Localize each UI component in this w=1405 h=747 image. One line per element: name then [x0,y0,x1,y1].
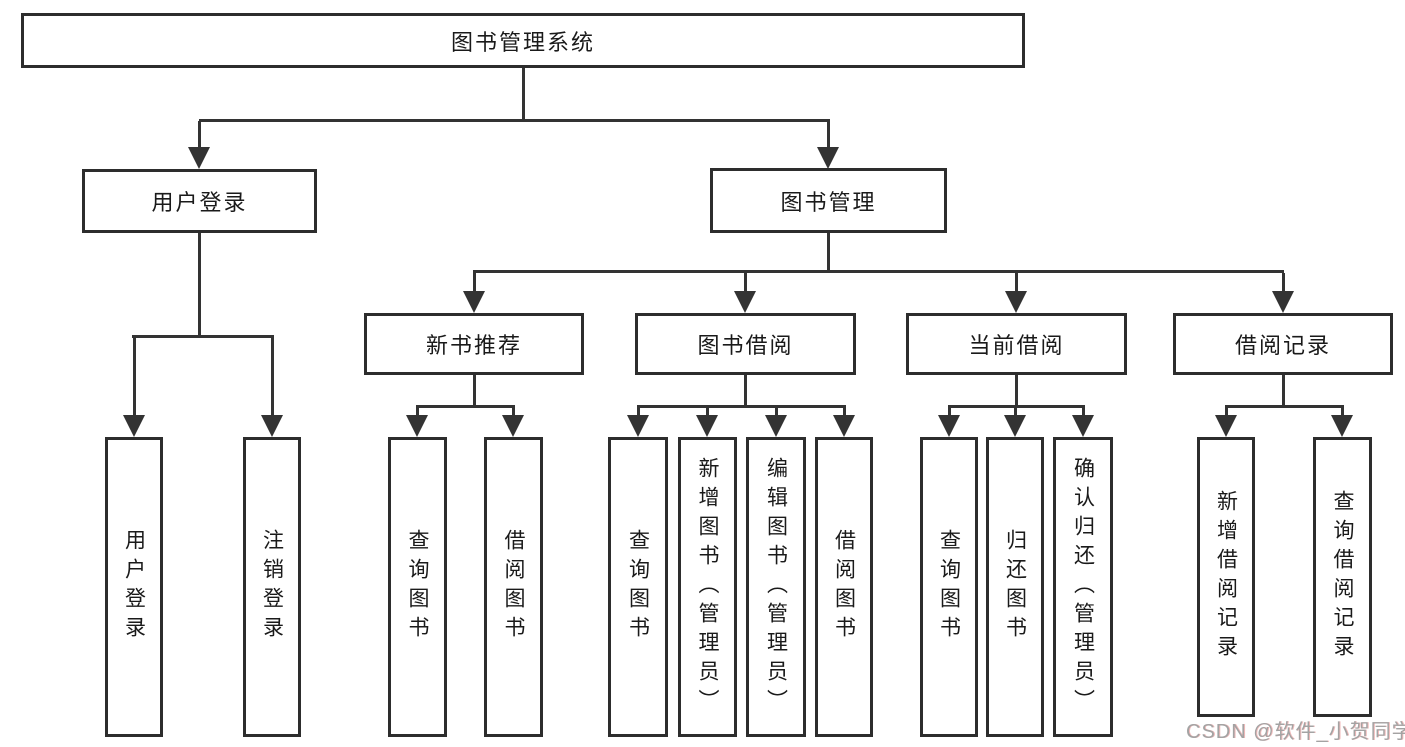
leaf-logout: 注销登录 [243,437,301,737]
leaf-confirm-return-admin: 确认归还（管理员） [1053,437,1113,737]
node-book-management: 图书管理 [710,168,947,233]
connector-stem [1341,406,1344,418]
node-book-borrowing: 图书借阅 [635,313,856,375]
connector-stem [637,406,640,418]
leaf-user-login: 用户登录 [105,437,163,737]
arrow-down-icon [1331,415,1353,437]
arrow-down-icon [463,291,485,313]
node-label: 归还图书 [1003,529,1027,645]
leaf-borrow-books: 借阅图书 [484,437,543,737]
node-label: 用户登录 [122,529,146,645]
node-label: 查询借阅记录 [1331,490,1354,664]
node-new-book-recommend: 新书推荐 [364,313,584,375]
leaf-edit-book-admin: 编辑图书（管理员） [746,437,806,737]
leaf-query-books: 查询图书 [608,437,668,737]
arrow-down-icon [817,147,839,169]
connector-stem [1282,273,1285,293]
arrow-down-icon [765,415,787,437]
connector-stem [1282,375,1285,406]
node-label: 确认归还（管理员） [1071,456,1095,718]
arrow-down-icon [1272,291,1294,313]
leaf-return-book: 归还图书 [986,437,1044,737]
node-root: 图书管理系统 [21,13,1025,68]
connector-stem [706,406,709,418]
connector-stem [198,233,201,336]
node-current-borrowing: 当前借阅 [906,313,1127,375]
connector-root-stem [522,68,525,121]
arrow-down-icon [1215,415,1237,437]
leaf-borrow-books: 借阅图书 [815,437,873,737]
arrow-down-icon [502,415,524,437]
connector-level2-rail [199,119,830,122]
csdn-watermark: CSDN @软件_小贺同学 [1186,721,1405,743]
node-label: 借阅记录 [1234,333,1331,358]
arrow-down-icon [1004,415,1026,437]
connector-stem [1015,273,1018,293]
connector-stem [198,121,201,149]
connector-stem [473,375,476,406]
connector-stem [416,406,419,418]
leaf-add-borrow-record: 新增借阅记录 [1197,437,1255,717]
node-borrow-records: 借阅记录 [1173,313,1393,375]
arrow-down-icon [188,147,210,169]
arrow-down-icon [1072,415,1094,437]
connector-stem [133,338,136,417]
connector-stem [827,233,830,271]
connector-stem [775,406,778,418]
arrow-down-icon [938,415,960,437]
leaf-query-books: 查询图书 [920,437,978,737]
connector-rail [1225,405,1344,408]
connector-stem [843,406,846,418]
connector-stem [827,121,830,149]
arrow-down-icon [734,291,756,313]
connector-stem [1014,406,1017,418]
connector-rail [132,335,274,338]
arrow-down-icon [261,415,283,437]
node-label: 新增图书（管理员） [696,456,719,718]
node-user-login: 用户登录 [82,169,317,233]
node-label: 新书推荐 [425,333,522,358]
connector-stem [1082,406,1085,418]
connector-stem [744,375,747,406]
node-label: 新增借阅记录 [1214,490,1238,664]
node-label: 查询图书 [406,529,429,645]
node-label: 图书管理 [780,189,877,215]
connector-rail [637,405,846,408]
node-label: 图书借阅 [697,333,794,358]
node-label: 查询图书 [626,529,650,645]
node-label: 注销登录 [260,529,284,645]
connector-stem [1225,406,1228,418]
connector-stem [473,273,476,293]
node-label: 图书管理系统 [450,29,595,55]
node-label: 查询图书 [937,529,961,645]
connector-level3-rail [473,270,1284,273]
node-label: 当前借阅 [968,333,1065,358]
node-label: 借阅图书 [502,529,525,645]
connector-rail [416,405,515,408]
node-label: 用户登录 [151,190,248,215]
node-label: 编辑图书（管理员） [764,456,788,718]
leaf-query-books: 查询图书 [388,437,447,737]
arrow-down-icon [123,415,145,437]
node-label: 借阅图书 [832,529,856,645]
arrow-down-icon [833,415,855,437]
connector-stem [948,406,951,418]
connector-stem [744,273,747,293]
leaf-add-book-admin: 新增图书（管理员） [678,437,737,737]
arrow-down-icon [1005,291,1027,313]
arrow-down-icon [627,415,649,437]
connector-stem [1015,375,1018,406]
connector-stem [512,406,515,418]
connector-stem [271,338,274,417]
leaf-query-borrow-record: 查询借阅记录 [1313,437,1372,717]
arrow-down-icon [406,415,428,437]
arrow-down-icon [696,415,718,437]
